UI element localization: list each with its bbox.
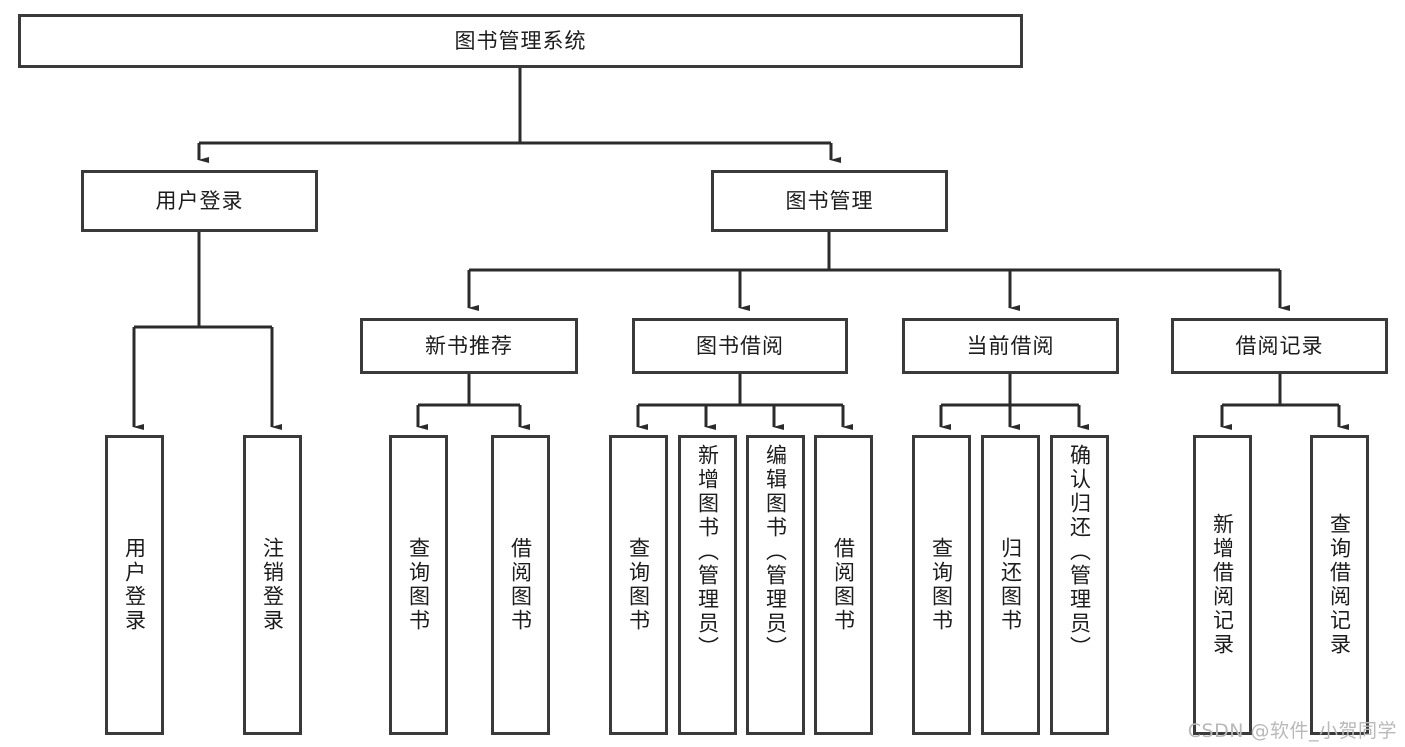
node-leaf-confirm-return-label: 确认归还（管理员） <box>1067 444 1092 660</box>
node-leaf-borrow-book-a-label: 借阅图书 <box>508 537 533 633</box>
node-new-book-rec[interactable]: 新书推荐 <box>360 318 578 374</box>
node-book-borrow-label: 图书借阅 <box>696 333 784 358</box>
node-new-book-rec-label: 新书推荐 <box>425 333 513 358</box>
node-leaf-add-record-label: 新增借阅记录 <box>1210 513 1235 657</box>
node-current-borrow-label: 当前借阅 <box>966 333 1055 358</box>
node-leaf-borrow-book-b-label: 借阅图书 <box>831 537 856 633</box>
node-leaf-add-record[interactable]: 新增借阅记录 <box>1193 435 1252 735</box>
node-leaf-borrow-book-b[interactable]: 借阅图书 <box>814 435 873 735</box>
node-book-manage[interactable]: 图书管理 <box>711 170 948 232</box>
node-leaf-query-record-label: 查询借阅记录 <box>1327 513 1352 657</box>
node-borrow-record[interactable]: 借阅记录 <box>1171 318 1388 374</box>
node-leaf-edit-book-label: 编辑图书（管理员） <box>763 444 788 660</box>
node-leaf-query-book-a[interactable]: 查询图书 <box>389 435 448 735</box>
node-leaf-return-book-label: 归还图书 <box>998 537 1023 633</box>
node-current-borrow[interactable]: 当前借阅 <box>902 318 1119 374</box>
node-user-login[interactable]: 用户登录 <box>81 170 318 232</box>
node-leaf-logout-label: 注销登录 <box>260 537 285 633</box>
node-leaf-query-book-c[interactable]: 查询图书 <box>912 435 971 735</box>
node-leaf-user-login-label: 用户登录 <box>122 537 147 633</box>
node-leaf-query-book-b-label: 查询图书 <box>626 537 651 633</box>
node-root-label: 图书管理系统 <box>454 28 587 53</box>
node-book-manage-label: 图书管理 <box>785 188 874 213</box>
node-user-login-label: 用户登录 <box>155 188 244 213</box>
node-leaf-query-book-c-label: 查询图书 <box>929 537 954 633</box>
node-leaf-query-record[interactable]: 查询借阅记录 <box>1310 435 1369 735</box>
node-leaf-borrow-book-a[interactable]: 借阅图书 <box>491 435 550 735</box>
node-leaf-logout[interactable]: 注销登录 <box>243 435 302 735</box>
node-leaf-return-book[interactable]: 归还图书 <box>981 435 1040 735</box>
node-book-borrow[interactable]: 图书借阅 <box>632 318 848 374</box>
node-leaf-add-book[interactable]: 新增图书（管理员） <box>678 435 737 735</box>
node-borrow-record-label: 借阅记录 <box>1235 333 1324 358</box>
csdn-watermark: CSDN @软件_小贺同学 <box>1187 720 1397 742</box>
node-leaf-query-book-b[interactable]: 查询图书 <box>609 435 668 735</box>
node-leaf-confirm-return[interactable]: 确认归还（管理员） <box>1050 435 1109 735</box>
node-leaf-add-book-label: 新增图书（管理员） <box>695 444 720 660</box>
node-root[interactable]: 图书管理系统 <box>18 14 1023 68</box>
node-leaf-edit-book[interactable]: 编辑图书（管理员） <box>746 435 805 735</box>
node-leaf-user-login[interactable]: 用户登录 <box>105 435 164 735</box>
node-leaf-query-book-a-label: 查询图书 <box>406 537 431 633</box>
